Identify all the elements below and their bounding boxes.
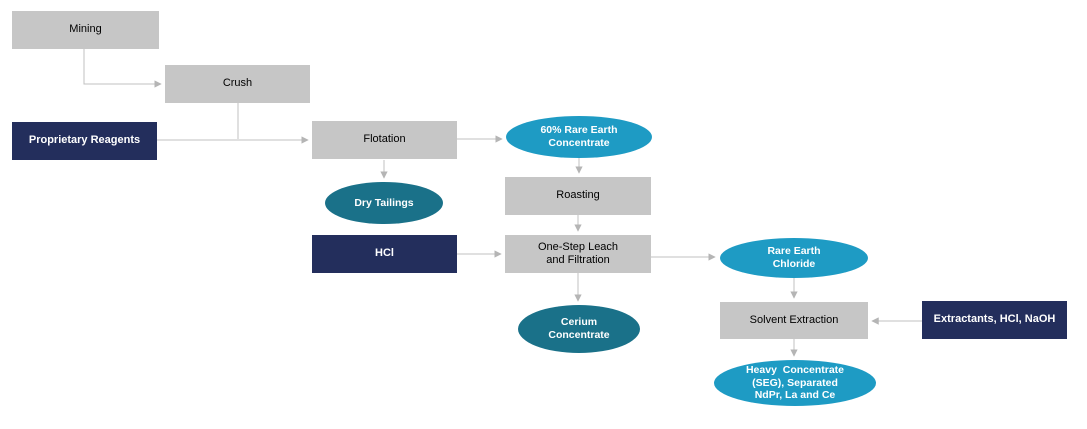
node-mining: Mining [12,11,159,49]
node-heavy-concentrate-seg-label: Heavy Concentrate (SEG), Separated NdPr,… [745,364,845,402]
node-mining-label: Mining [69,23,102,36]
node-heavy-concentrate-seg: Heavy Concentrate (SEG), Separated NdPr,… [714,360,876,406]
node-60pct-rare-earth-concentrate-label: 60% Rare Earth Concentrate [540,124,618,149]
node-dry-tailings-label: Dry Tailings [354,196,414,209]
node-solvent-extraction-label: Solvent Extraction [749,313,839,326]
node-extractants-hcl-naoh-label: Extractants, HCl, NaOH [933,313,1056,326]
node-flotation-label: Flotation [363,133,406,146]
node-flotation: Flotation [312,121,457,159]
node-roasting: Roasting [505,177,651,215]
node-cerium-concentrate: Cerium Concentrate [518,305,640,353]
node-extractants-hcl-naoh: Extractants, HCl, NaOH [922,301,1067,339]
node-crush-label: Crush [222,77,253,90]
node-roasting-label: Roasting [556,189,600,202]
node-cerium-concentrate-label: Cerium Concentrate [548,316,610,341]
node-hcl-label: HCl [375,247,394,260]
node-rare-earth-chloride: Rare Earth Chloride [720,238,868,278]
node-solvent-extraction: Solvent Extraction [720,302,868,339]
node-proprietary-reagents-label: Proprietary Reagents [28,134,141,147]
node-one-step-leach: One-Step Leach and Filtration [505,235,651,273]
edge-mining-to-crush [83,49,162,88]
node-crush: Crush [165,65,310,103]
node-hcl: HCl [312,235,457,273]
node-dry-tailings: Dry Tailings [325,182,443,224]
node-rare-earth-chloride-label: Rare Earth Chloride [767,245,821,270]
node-one-step-leach-label: One-Step Leach and Filtration [537,240,619,266]
node-60pct-rare-earth-concentrate: 60% Rare Earth Concentrate [506,116,652,158]
node-proprietary-reagents: Proprietary Reagents [12,122,157,160]
